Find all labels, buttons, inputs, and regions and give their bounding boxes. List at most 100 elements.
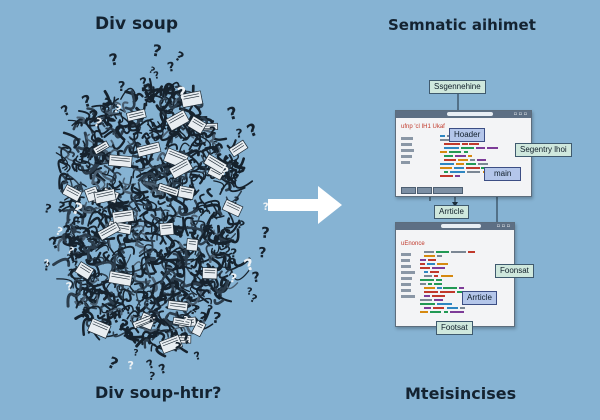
code-line <box>424 251 434 253</box>
svg-text:?: ? <box>218 164 230 180</box>
code-line <box>440 151 447 153</box>
code-line <box>420 267 430 269</box>
svg-text:?: ? <box>72 251 82 267</box>
code-line <box>440 135 445 137</box>
question-mark-icons: ????????????????????????????????????????… <box>43 41 271 384</box>
svg-text:?: ? <box>71 259 81 271</box>
div-soup-caption: Div soup-htır? <box>95 383 222 402</box>
window-controls-icon: ▫ ▫ ▫ <box>513 111 527 117</box>
code-line <box>467 171 480 173</box>
svg-text:?: ? <box>251 269 262 286</box>
svg-text:?: ? <box>260 224 270 242</box>
svg-text:?: ? <box>147 65 156 76</box>
code-line <box>476 147 485 149</box>
svg-text:?: ? <box>235 126 243 140</box>
label-footer-right: Foonsat <box>495 264 534 278</box>
svg-text:?: ? <box>112 102 124 116</box>
sidebar-line <box>401 155 412 158</box>
svg-text:?: ? <box>235 218 247 232</box>
code-line <box>441 275 453 277</box>
svg-text:?: ? <box>69 198 85 219</box>
code-line <box>424 287 435 289</box>
code-line <box>420 279 434 281</box>
code-line <box>444 147 459 149</box>
svg-text:?: ? <box>229 167 242 184</box>
svg-text:?: ? <box>211 308 223 327</box>
sidebar-line <box>401 253 411 256</box>
code-line <box>454 167 464 169</box>
sidebar-line <box>401 259 410 262</box>
code-line <box>470 159 475 161</box>
svg-text:?: ? <box>244 120 261 142</box>
svg-text:?: ? <box>92 115 104 131</box>
svg-text:?: ? <box>258 245 266 261</box>
window-tab-text: ufnp 'cl IH1 Ukaf <box>401 124 445 130</box>
code-line <box>468 251 475 253</box>
window-titlebar: ▫ ▫ ▫ <box>396 111 531 118</box>
code-line <box>444 159 456 161</box>
code-line <box>420 311 428 313</box>
code-line <box>424 275 432 277</box>
code-line <box>424 255 435 257</box>
code-line <box>420 283 426 285</box>
svg-text:?: ? <box>151 41 163 61</box>
code-line <box>444 155 453 157</box>
code-line <box>440 175 453 177</box>
svg-text:?: ? <box>115 315 132 336</box>
sidebar-line <box>401 271 415 274</box>
svg-text:?: ? <box>241 254 256 275</box>
code-line <box>433 307 444 309</box>
code-line <box>430 271 439 273</box>
svg-text:?: ? <box>105 353 121 374</box>
code-line <box>434 275 438 277</box>
svg-text:?: ? <box>192 349 203 363</box>
svg-text:?: ? <box>68 266 76 280</box>
address-bar <box>447 112 494 116</box>
svg-text:?: ? <box>171 340 183 357</box>
label-article-bottom: Arrticle <box>462 291 497 305</box>
code-line <box>424 271 428 273</box>
code-line <box>451 251 466 253</box>
code-line <box>466 167 480 169</box>
code-line <box>437 263 448 265</box>
svg-text:?: ? <box>209 124 216 138</box>
semantic-title: Semnatic aihimet <box>388 16 536 34</box>
code-line <box>444 311 448 313</box>
code-line <box>450 311 464 313</box>
tangle-strokes <box>52 77 254 358</box>
code-line <box>420 263 425 265</box>
code-line <box>428 259 436 261</box>
label-article-top: Arrticle <box>434 205 469 219</box>
code-line <box>420 299 432 301</box>
svg-text:?: ? <box>195 308 209 328</box>
code-line <box>455 155 466 157</box>
code-line <box>440 291 455 293</box>
code-line <box>468 155 472 157</box>
code-line <box>437 303 452 305</box>
svg-text:?: ? <box>144 356 157 372</box>
svg-text:?: ? <box>232 196 240 208</box>
label-header: Hoader <box>449 128 486 142</box>
code-line <box>436 279 442 281</box>
label-segmentry: Segentry lhoi <box>515 143 572 157</box>
sidebar-line <box>401 283 411 286</box>
svg-text:?: ? <box>138 75 150 92</box>
code-line <box>456 163 464 165</box>
sidebar-line <box>401 137 413 140</box>
code-line <box>437 287 442 289</box>
code-line <box>434 299 443 301</box>
svg-text:?: ? <box>153 70 162 82</box>
footer-tab-1 <box>401 187 416 194</box>
sidebar-line <box>401 143 412 146</box>
code-line <box>444 171 448 173</box>
code-line <box>420 259 426 261</box>
code-line <box>420 303 435 305</box>
sidebar-line <box>401 277 412 280</box>
svg-text:?: ? <box>205 302 214 316</box>
code-line <box>458 159 468 161</box>
svg-text:?: ? <box>54 224 65 238</box>
code-line <box>428 283 432 285</box>
div-soup-title: Div soup <box>95 14 179 34</box>
code-line <box>440 139 453 141</box>
svg-text:?: ? <box>107 308 123 328</box>
